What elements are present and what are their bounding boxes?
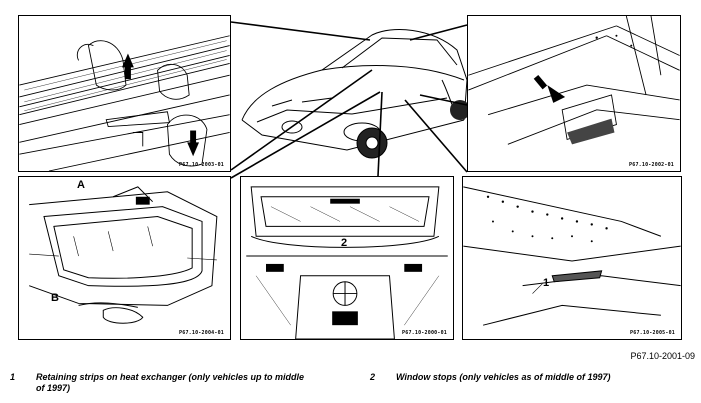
detail-panel-retaining-strip-removal: P67.10-2003-01 <box>18 15 231 172</box>
down-arrow-icon <box>187 142 200 157</box>
vehicle-overview-illustration <box>232 10 472 170</box>
label-b: B <box>51 292 59 304</box>
figure-reference: P67.10-2001-09 <box>630 351 695 361</box>
callout-retaining-strips: 1 <box>543 277 550 289</box>
arrow-icon <box>547 85 566 103</box>
retaining-strip-removal-illustration <box>19 35 230 171</box>
panel-code: P67.10-2000-01 <box>402 330 447 336</box>
detail-panel-window-stop: P67.10-2002-01 <box>467 15 681 172</box>
callout-window-stops: 2 <box>341 237 348 249</box>
panel-code: P67.10-2005-01 <box>630 330 675 336</box>
panel-code: P67.10-2004-01 <box>179 330 224 336</box>
engine-bay-illustration <box>246 186 448 339</box>
rear-window-illustration <box>29 186 218 324</box>
retaining-strips-illustration <box>463 186 681 326</box>
legend-number: 2 <box>370 372 376 382</box>
panel-code: P67.10-2002-01 <box>629 162 674 168</box>
label-a: A <box>77 179 85 191</box>
panel-code: P67.10-2003-01 <box>179 162 224 168</box>
legend-text: Retaining strips on heat exchanger (only… <box>36 372 305 393</box>
legend-text: Window stops (only vehicles as of middle… <box>396 372 611 382</box>
legend-number: 1 <box>10 372 16 382</box>
detail-panel-engine-bay: 2 P67.10-2000-01 <box>240 176 454 340</box>
detail-panel-retaining-strips: 1 P67.10-2005-01 <box>462 176 682 340</box>
detail-panel-rear-window: A B P67.10-2004-01 <box>18 176 231 340</box>
window-stop-illustration <box>468 16 680 145</box>
